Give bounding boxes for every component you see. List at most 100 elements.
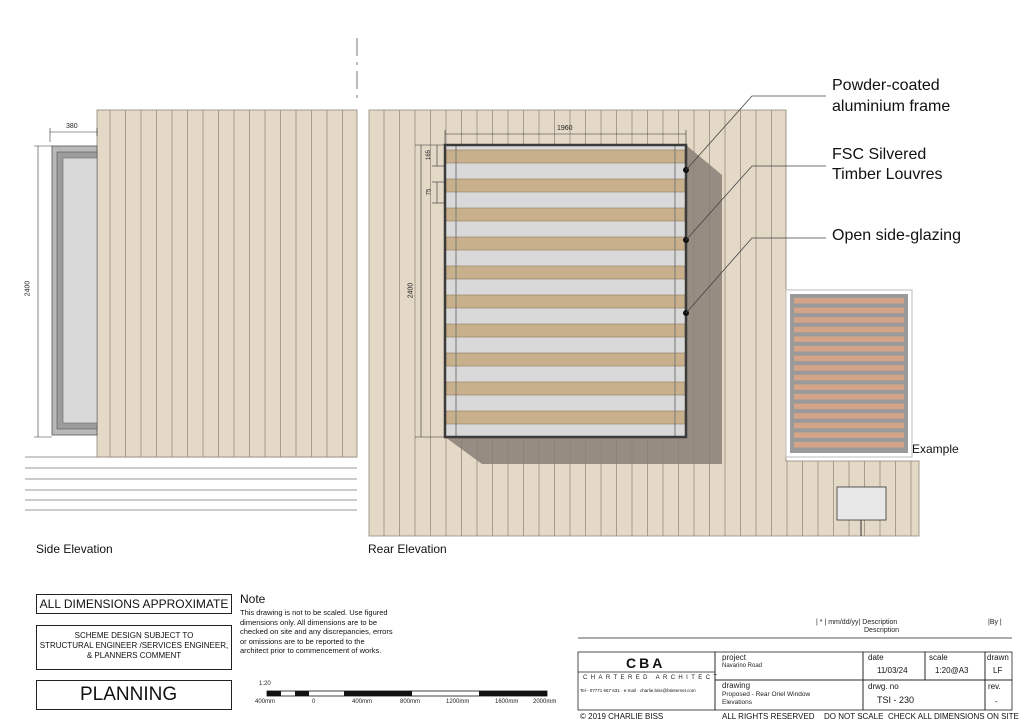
utility-box bbox=[836, 486, 887, 521]
project-name: Navarino Road bbox=[722, 663, 763, 669]
date-label: date bbox=[868, 653, 884, 662]
drawn-label: drawn bbox=[987, 653, 1009, 662]
example-louvre-slat bbox=[794, 365, 904, 371]
example-louvre-slat bbox=[794, 374, 904, 381]
timber-louvres bbox=[445, 149, 686, 425]
timber-louvre bbox=[445, 410, 686, 425]
scale-label: 1600mm bbox=[495, 699, 519, 705]
label-example: Example bbox=[912, 442, 959, 456]
side-cladding-boards bbox=[109, 110, 343, 457]
all-dimensions-text: ALL DIMENSIONS APPROXIMATE bbox=[39, 597, 229, 611]
logo-contact: Tel - 07771 667 631 · e-mail · charlie.b… bbox=[580, 688, 696, 693]
scale-ratio: 1:20 bbox=[259, 681, 271, 687]
scheme-line1: SCHEME DESIGN SUBJECT TO bbox=[74, 631, 194, 640]
drawn-value: LF bbox=[993, 666, 1003, 675]
example-louvre-slat bbox=[794, 336, 904, 342]
rev-value: - bbox=[995, 697, 998, 706]
callout-frame: Powder-coated aluminium frame bbox=[832, 75, 950, 117]
dim-side-height: 2400 bbox=[24, 280, 32, 297]
callout-leader bbox=[685, 165, 826, 241]
timber-louvre bbox=[445, 178, 686, 193]
check-dimensions: CHECK ALL DIMENSIONS ON SITE bbox=[888, 712, 1019, 721]
rear-cladding-boards bbox=[383, 110, 912, 536]
scale-label: 400mm bbox=[352, 699, 373, 705]
callout-louvres-line2: Timber Louvres bbox=[832, 166, 943, 183]
timber-louvre bbox=[445, 352, 686, 367]
scale-bar-segment bbox=[295, 691, 309, 696]
scale-label: 800mm bbox=[400, 699, 421, 705]
example-louvre-slat bbox=[794, 394, 904, 400]
scale-bar-segment bbox=[267, 691, 281, 696]
side-cladding bbox=[96, 109, 358, 458]
example-photo-slats bbox=[794, 298, 904, 448]
dim-rear-height: 2400 bbox=[407, 282, 415, 299]
rear-elevation bbox=[368, 95, 920, 537]
scale-bar-segment bbox=[344, 691, 412, 696]
callout-frame-line1: Powder-coated bbox=[832, 77, 940, 94]
revision-header: | * | mm/dd/yy| Description bbox=[816, 619, 898, 626]
scale-label: 2000mm bbox=[533, 699, 557, 705]
timber-louvre bbox=[445, 265, 686, 280]
timber-louvre bbox=[445, 381, 686, 396]
example-louvre-slat bbox=[794, 346, 904, 352]
rev-label: rev. bbox=[988, 682, 1001, 691]
callout-leader bbox=[685, 237, 826, 314]
rev-box bbox=[984, 679, 1013, 711]
scale-value: 1:20@A3 bbox=[935, 666, 969, 675]
side-elevation bbox=[25, 109, 358, 511]
title-block-lines bbox=[577, 637, 1013, 711]
date-value: 11/03/24 bbox=[877, 666, 908, 675]
timber-louvre bbox=[445, 236, 686, 251]
scale-label: 400mm bbox=[255, 699, 276, 705]
note-line: or omissions are to be reported to the bbox=[240, 636, 365, 646]
logo-subtitle: CHARTERED ARCHITECT bbox=[583, 675, 721, 681]
dim-louvre-gap: 75 bbox=[426, 188, 433, 196]
dim-side-width: 380 bbox=[66, 123, 78, 130]
scheme-design-box: SCHEME DESIGN SUBJECT TO STRUCTURAL ENGI… bbox=[36, 625, 232, 670]
timber-louvre bbox=[445, 323, 686, 338]
logo: CBA bbox=[626, 655, 666, 671]
scale-bar bbox=[266, 690, 548, 697]
label-rear-elevation: Rear Elevation bbox=[368, 542, 447, 556]
oriel-frame bbox=[443, 143, 688, 439]
example-louvre-slat bbox=[794, 384, 904, 390]
side-window-glass bbox=[62, 157, 98, 424]
timber-louvre bbox=[445, 294, 686, 309]
drawing-title-line2: Elevations bbox=[722, 699, 752, 706]
note-line: architect prior to commencement of works… bbox=[240, 646, 382, 655]
timber-louvre bbox=[445, 207, 686, 222]
all-rights: ALL RIGHTS RESERVED bbox=[722, 712, 815, 721]
callout-frame-line2: aluminium frame bbox=[832, 98, 951, 115]
planning-text: PLANNING bbox=[80, 684, 178, 705]
note-heading: Note bbox=[240, 592, 266, 606]
scheme-design-text: SCHEME DESIGN SUBJECT TO STRUCTURAL ENGI… bbox=[37, 631, 231, 661]
timber-louvre bbox=[445, 149, 686, 164]
do-not-scale: DO NOT SCALE bbox=[824, 712, 884, 721]
example-louvre-slat bbox=[794, 326, 904, 333]
drawing-title: Proposed - Rear Oriel Window Elevations bbox=[722, 691, 810, 707]
scheme-line2: STRUCTURAL ENGINEER /SERVICES ENGINEER, bbox=[39, 641, 229, 650]
example-louvre-slat bbox=[794, 355, 904, 362]
oriel-shadow bbox=[445, 145, 722, 464]
copyright: © 2019 CHARLIE BISS bbox=[580, 712, 664, 721]
scale-bar-segment bbox=[479, 691, 547, 696]
drawing-title-line1: Proposed - Rear Oriel Window bbox=[722, 691, 811, 698]
example-louvre-slat bbox=[794, 307, 904, 314]
example-louvre-slat bbox=[794, 298, 904, 304]
callout-glazing: Open side-glazing bbox=[832, 227, 961, 244]
callout-louvres-line1: FSC Silvered bbox=[832, 146, 927, 163]
example-louvre-slat bbox=[794, 317, 904, 323]
example-louvre-slat bbox=[794, 432, 904, 438]
project-label: project bbox=[722, 653, 747, 662]
callout-leader bbox=[685, 95, 826, 171]
note-text: This drawing is not to be scaled. Use fi… bbox=[240, 608, 393, 656]
example-louvre-slat bbox=[794, 422, 904, 429]
note-line: This drawing is not to be scaled. Use fi… bbox=[240, 608, 388, 617]
drwg-label: drwg. no bbox=[868, 682, 899, 691]
scale-label: 1200mm bbox=[446, 699, 470, 705]
callout-louvres: FSC Silvered Timber Louvres bbox=[832, 145, 943, 185]
scale-label: 0 bbox=[312, 699, 316, 705]
example-louvre-slat bbox=[794, 403, 904, 410]
